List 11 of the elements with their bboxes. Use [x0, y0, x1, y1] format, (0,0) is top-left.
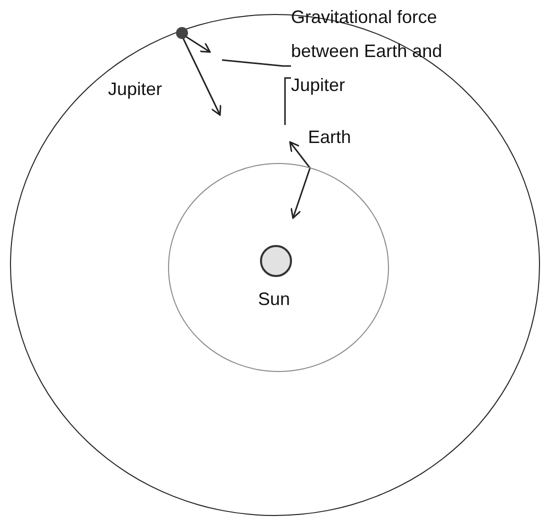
leader-line	[284, 77, 291, 125]
orbit-ellipse	[168, 162, 388, 372]
planet-label: Jupiter	[108, 79, 162, 100]
planet-label: Sun	[258, 289, 290, 310]
planet-label: Earth	[308, 127, 352, 148]
force-arrow	[289, 141, 311, 168]
force-arrow	[290, 168, 311, 219]
leader-line	[222, 59, 291, 67]
force-arrow	[182, 38, 222, 116]
text-label: Gravitational force between Earth and Jupiter	[291, 0, 461, 102]
force-arrow	[184, 35, 211, 53]
